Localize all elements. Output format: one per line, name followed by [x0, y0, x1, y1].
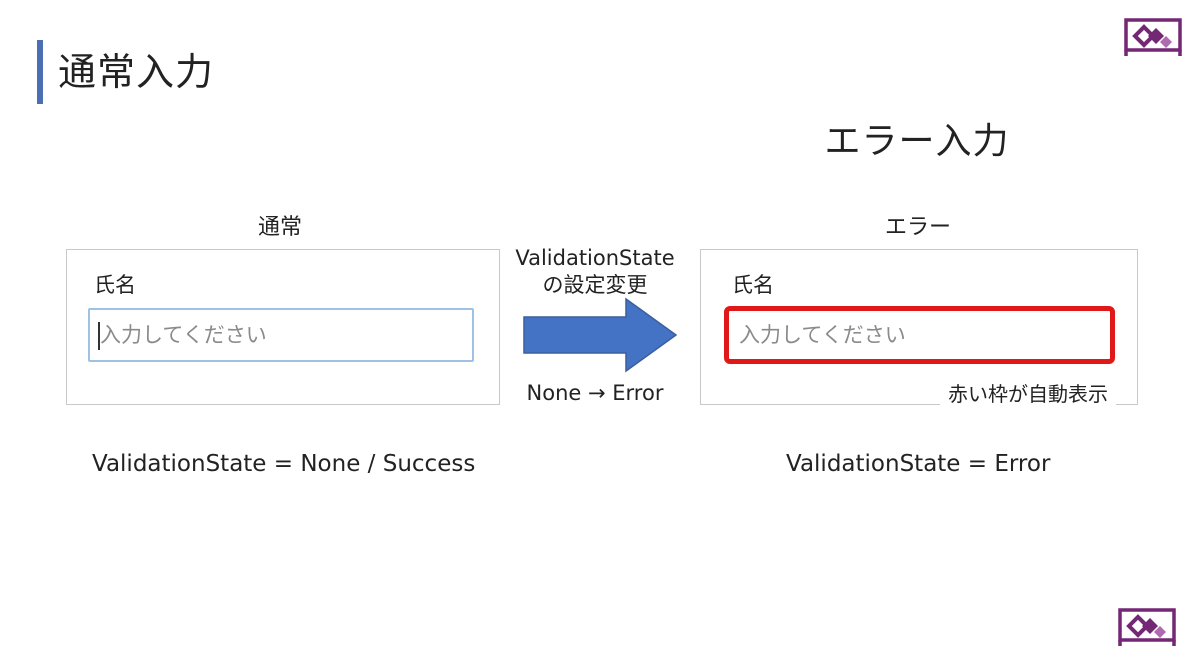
name-input-normal[interactable]	[88, 308, 474, 362]
normal-validation-state: ValidationState = None / Success	[92, 451, 476, 477]
name-field-label: 氏名	[94, 273, 136, 297]
normal-caption: 通常	[257, 215, 302, 240]
validation-change-line2: の設定変更	[542, 273, 648, 297]
title-accent-bar	[37, 40, 43, 104]
power-apps-logo-icon	[1118, 608, 1176, 646]
name-field-label: 氏名	[732, 273, 774, 297]
right-arrow-icon	[523, 297, 678, 373]
power-apps-logo-icon	[1124, 18, 1182, 56]
validation-change-line1: ValidationState	[515, 246, 675, 270]
normal-form-panel: 氏名	[66, 249, 500, 405]
section-title: エラー入力	[824, 121, 1010, 162]
slide-title: 通常入力	[58, 50, 215, 94]
error-form-panel: 氏名	[700, 249, 1138, 405]
validation-change-label: ValidationState の設定変更	[505, 245, 685, 299]
error-caption: エラー	[884, 215, 951, 240]
name-input-error[interactable]	[724, 306, 1115, 364]
red-border-note: 赤い枠が自動表示	[940, 378, 1116, 408]
transition-label: None → Error	[526, 381, 664, 405]
error-validation-state: ValidationState = Error	[786, 451, 1051, 477]
text-caret	[98, 322, 100, 350]
